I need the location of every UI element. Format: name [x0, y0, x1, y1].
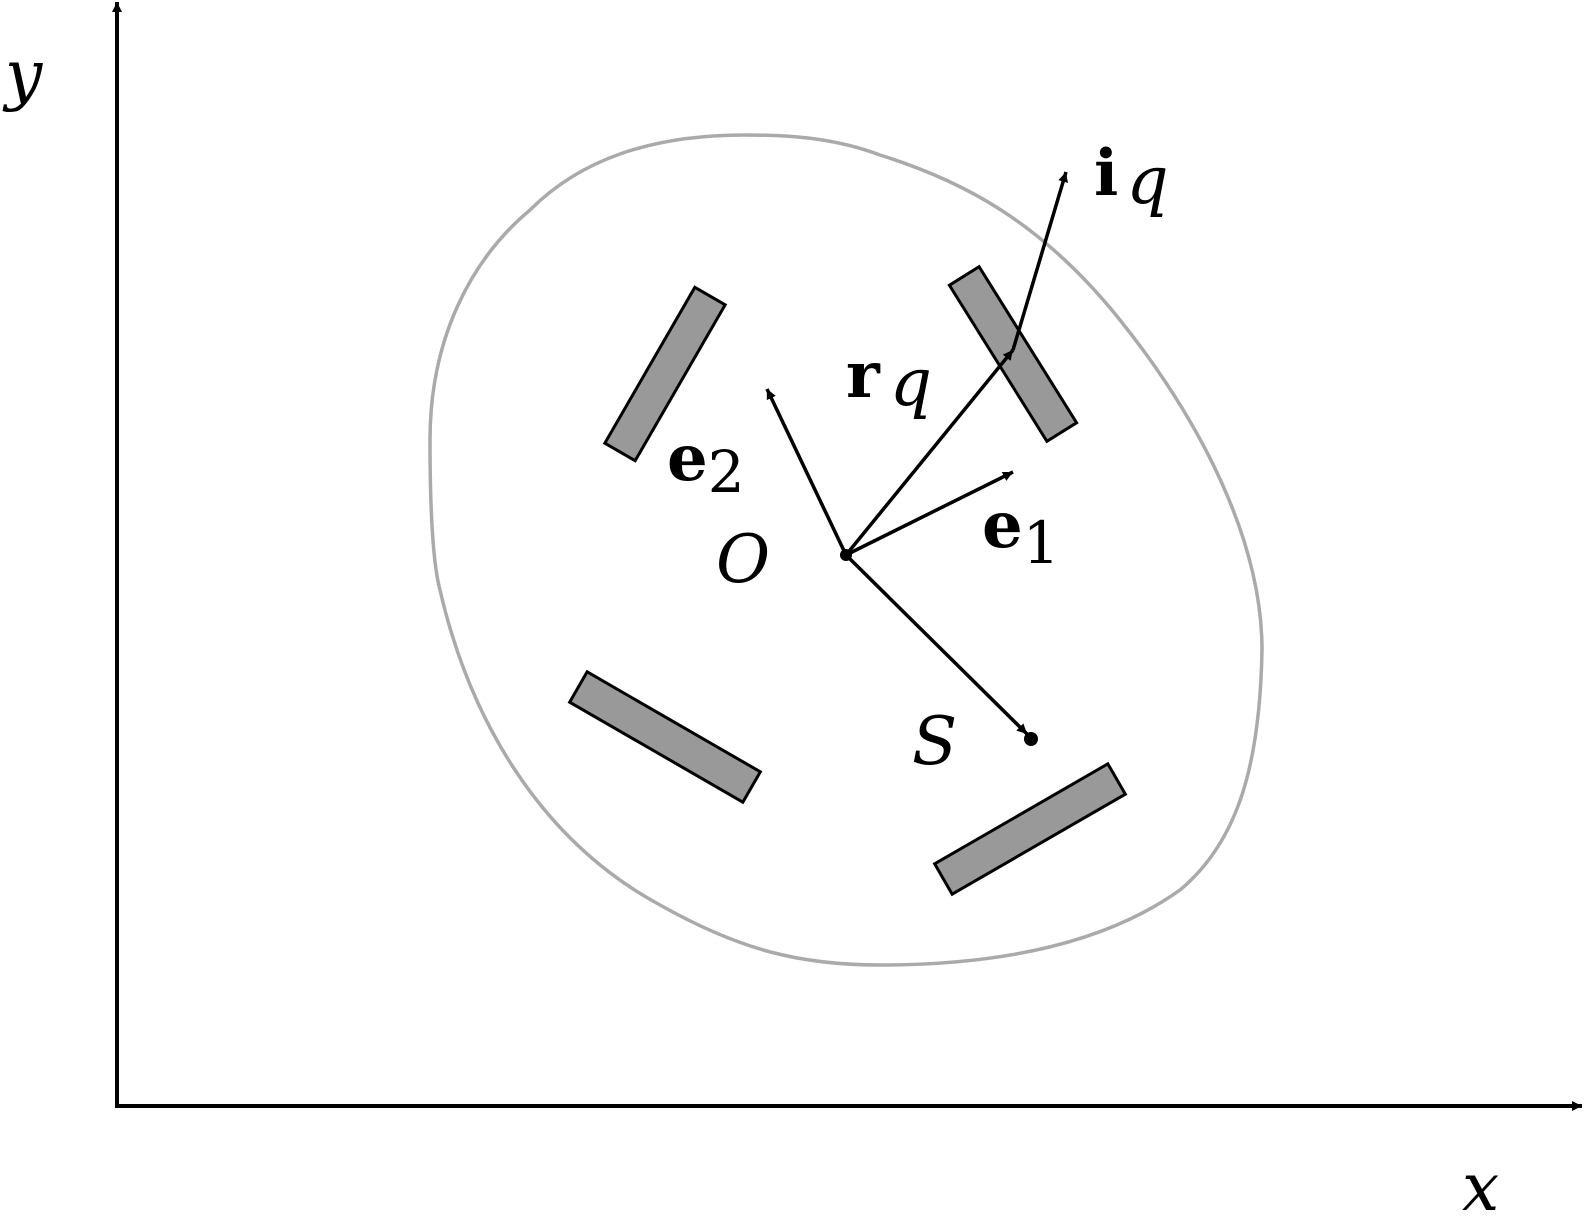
origin-label: O: [716, 521, 770, 598]
vector-e1: [845, 470, 1014, 557]
wheel-bottom-left: [567, 669, 763, 805]
vector-iq: [1011, 171, 1068, 351]
y-axis-label: y: [2, 36, 43, 113]
label-e1: e1: [982, 488, 1060, 577]
wheel-top-right: [947, 264, 1079, 444]
label-e2: e2: [667, 421, 745, 506]
point-s-label: S: [912, 703, 957, 780]
point-s: [1024, 732, 1038, 746]
wheel-top-left: [602, 285, 728, 463]
x-axis-label: x: [1462, 1149, 1499, 1216]
vector-e2: [765, 388, 848, 556]
vector-to-s: [844, 553, 1029, 736]
wheel-bottom-right: [932, 761, 1128, 897]
vector-rq: [844, 348, 1015, 557]
robot-body-outline: [428, 133, 1264, 967]
point-o: [840, 549, 852, 561]
